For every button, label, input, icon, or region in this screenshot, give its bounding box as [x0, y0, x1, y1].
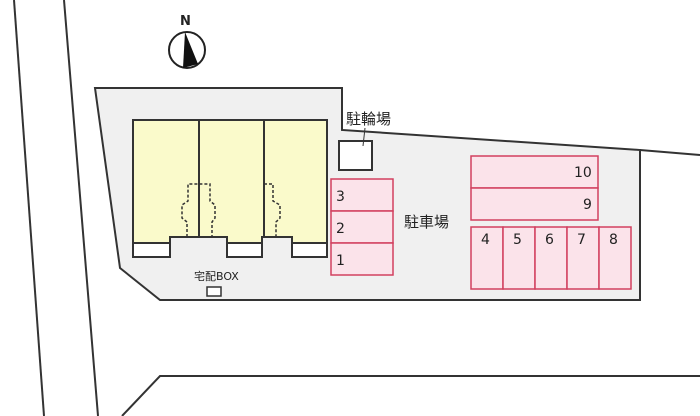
parking-number: 8: [609, 232, 618, 248]
parking-number: 7: [577, 232, 586, 248]
unit-porch: [132, 242, 171, 258]
building: [132, 119, 328, 258]
unit-porch: [226, 242, 263, 258]
parking-space: [330, 242, 394, 276]
parking-number: 9: [583, 197, 592, 213]
road-edge-left-outer: [13, 0, 45, 416]
unit-porch: [291, 242, 328, 258]
compass-north-label: N: [180, 14, 191, 29]
parking-space: [470, 226, 504, 290]
parking-number: 1: [336, 253, 345, 269]
bicycle-parking-area: [338, 140, 373, 171]
parking-number: 6: [545, 232, 554, 248]
road-edge-bottom: [121, 375, 700, 416]
stairs-dashed: [181, 183, 216, 237]
parking-number: 2: [336, 221, 345, 237]
parking-left: 3 2 1: [330, 178, 394, 276]
parking-number: 5: [513, 232, 522, 248]
parking-right-bottom: 4 5 6 7 8: [470, 226, 632, 290]
parking-space: [470, 187, 599, 221]
parking-space: [330, 210, 394, 244]
parking-space: [534, 226, 568, 290]
leader-line: [362, 127, 366, 147]
delivery-box-label: 宅配BOX: [194, 269, 239, 283]
stairs-dashed: [264, 183, 281, 237]
bicycle-parking-label: 駐輪場: [346, 110, 391, 128]
parking-space: [502, 226, 536, 290]
parking-right-top: 10 9: [470, 155, 599, 221]
parking-number: 4: [481, 232, 490, 248]
parking-space: [598, 226, 632, 290]
car-parking-label: 駐車場: [404, 213, 449, 231]
delivery-box: [206, 286, 222, 297]
parking-number: 3: [336, 189, 345, 205]
parking-space: [470, 155, 599, 189]
boundary-right: [639, 149, 700, 156]
parking-space: [330, 178, 394, 212]
parking-number: 10: [574, 165, 592, 181]
north-compass-icon: N: [168, 14, 206, 69]
road-edge-left-inner: [63, 0, 99, 416]
